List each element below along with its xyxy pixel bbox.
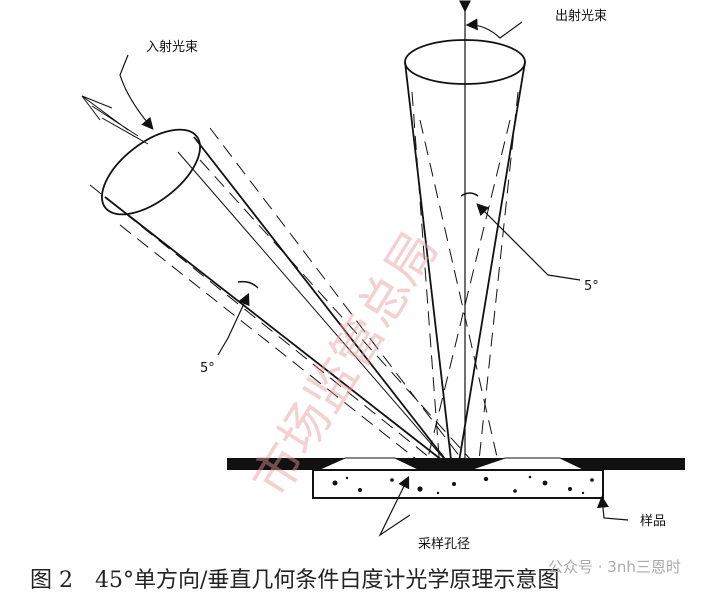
exit-beam-cone bbox=[404, 0, 526, 471]
angle-exit-callout bbox=[476, 203, 581, 281]
sample-callout bbox=[596, 495, 629, 521]
angle-incident-label: 5° bbox=[200, 361, 215, 376]
angle-incident-callout bbox=[217, 292, 250, 356]
exit-beam-label: 出射光束 bbox=[555, 8, 607, 24]
sample-assembly bbox=[227, 457, 685, 499]
figure-caption: 图 2 45°单方向/垂直几何条件白度计光学原理示意图 bbox=[30, 568, 559, 593]
exit-callout bbox=[465, 18, 523, 39]
sample-label: 样品 bbox=[640, 514, 666, 529]
aperture-callout bbox=[378, 475, 411, 537]
incident-callout bbox=[119, 54, 154, 130]
sample-block bbox=[312, 469, 604, 499]
incident-beam-label: 入射光束 bbox=[146, 39, 198, 55]
incident-beam-cone bbox=[81, 95, 481, 471]
aperture-label: 采样孔径 bbox=[418, 537, 470, 552]
source-tag: 公众号 · 3nh三恩时 bbox=[548, 558, 681, 576]
angle-exit-label: 5° bbox=[584, 279, 599, 294]
